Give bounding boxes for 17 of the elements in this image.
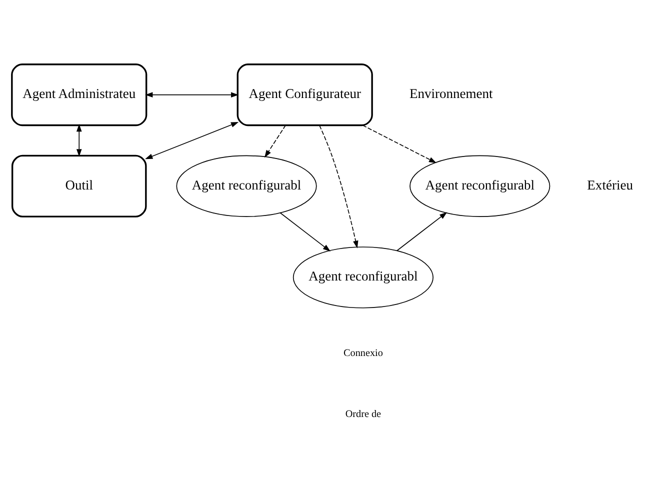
node-ellipse: Agent reconfigurabl xyxy=(292,246,434,308)
arrow xyxy=(362,124,437,163)
label: Environnement xyxy=(409,86,493,101)
arrow xyxy=(145,92,239,97)
label: Extérieu xyxy=(587,176,633,192)
node-box: Agent Administrateu xyxy=(11,63,148,126)
arrow xyxy=(319,124,358,248)
legend-label: Ordre de xyxy=(345,408,382,420)
arrow xyxy=(76,123,82,156)
arrow xyxy=(264,124,286,158)
arrow xyxy=(145,121,239,159)
node-ellipse: Agent reconfigurabl xyxy=(176,154,317,216)
arrow xyxy=(280,212,331,251)
arrow xyxy=(396,212,448,251)
node-box: Agent Configurateur xyxy=(236,63,373,126)
node-box: Outil xyxy=(12,154,147,217)
legend-label: Connexio xyxy=(344,348,383,359)
